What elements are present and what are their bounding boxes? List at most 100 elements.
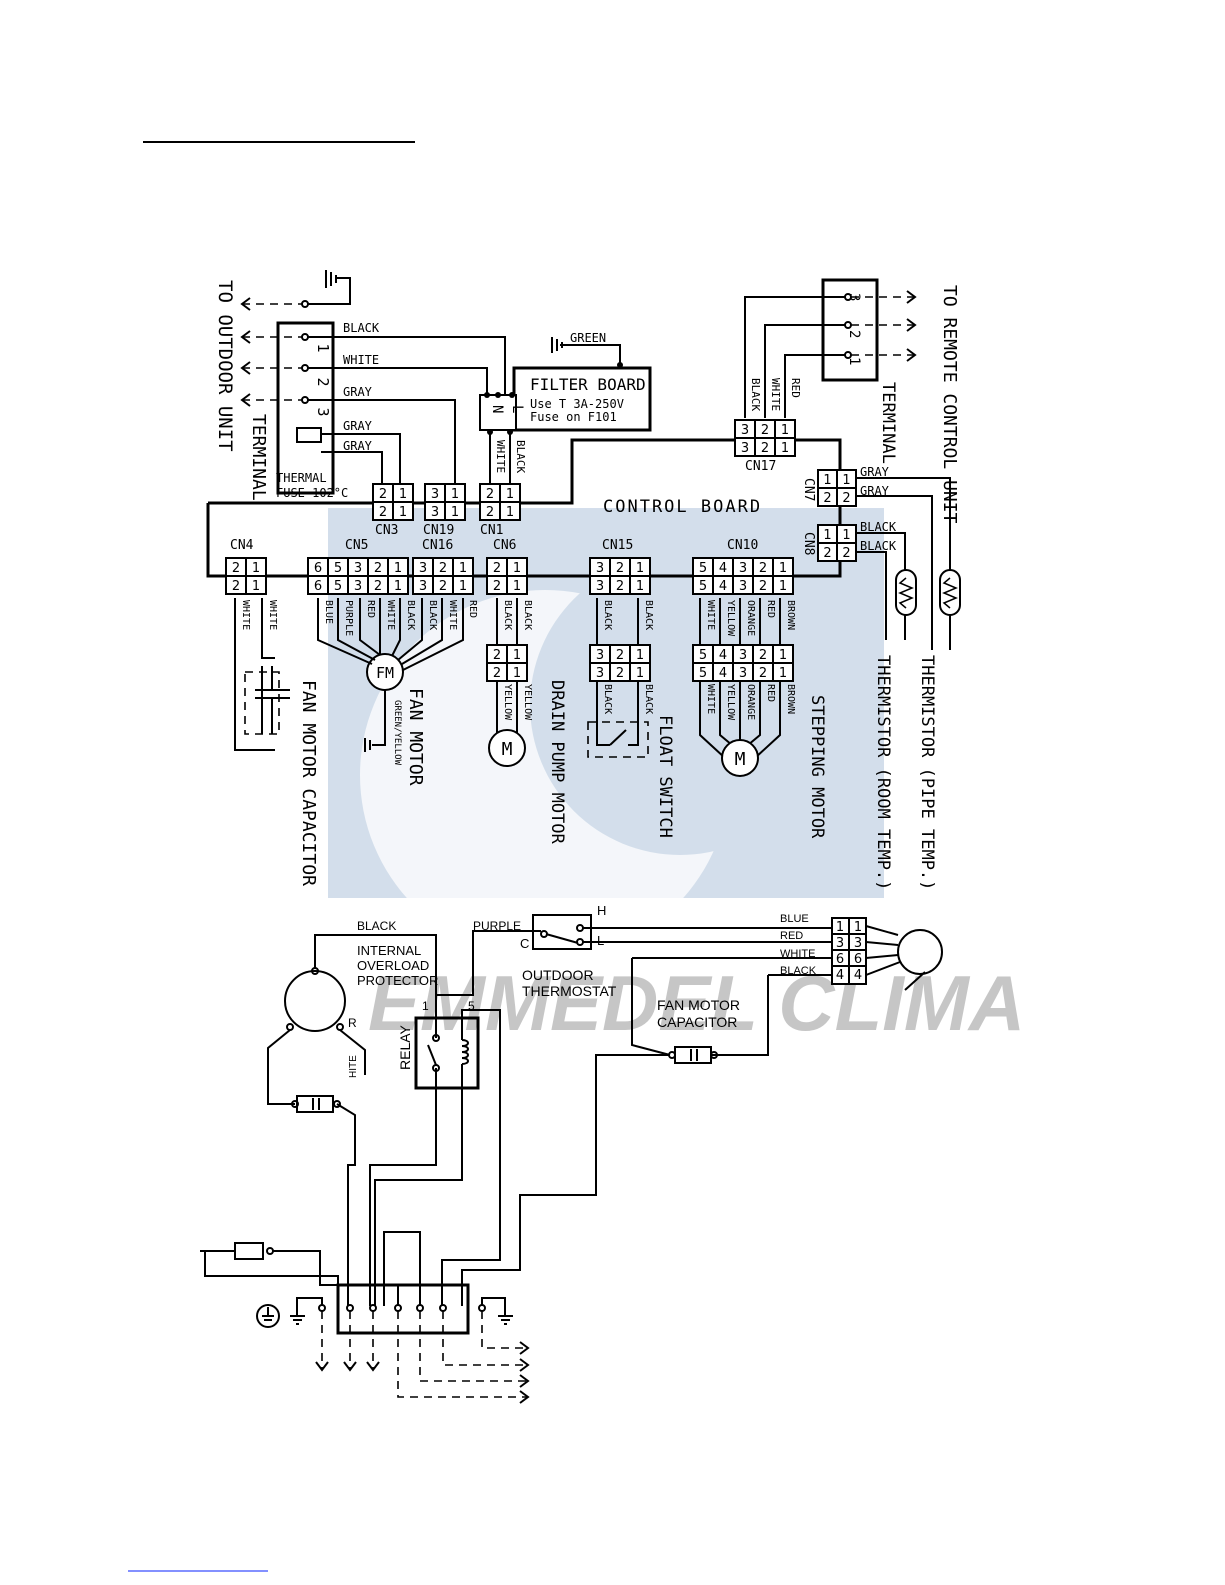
svg-text:YELLOW: YELLOW	[502, 684, 513, 721]
cn7-label: CN7	[801, 478, 816, 501]
svg-text:1: 1	[252, 561, 260, 576]
svg-text:1: 1	[846, 357, 862, 365]
outdoor-fan-capacitor	[674, 1046, 712, 1064]
svg-text:R: R	[348, 1016, 357, 1030]
cn5-label: CN5	[345, 538, 368, 553]
svg-text:3: 3	[739, 579, 747, 594]
svg-text:1: 1	[422, 999, 429, 1013]
svg-text:BLACK: BLACK	[357, 919, 396, 933]
svg-text:1: 1	[842, 528, 850, 543]
svg-text:YELLOW: YELLOW	[725, 684, 736, 721]
svg-text:CAPACITOR: CAPACITOR	[657, 1014, 737, 1030]
svg-text:WHITE: WHITE	[343, 353, 379, 367]
svg-text:PROTECTOR: PROTECTOR	[357, 973, 438, 988]
svg-text:3: 3	[741, 441, 749, 456]
svg-text:3: 3	[596, 561, 604, 576]
cn4-label: CN4	[230, 538, 254, 553]
svg-text:HITE: HITE	[348, 1055, 359, 1078]
svg-text:M: M	[502, 739, 513, 760]
connectors: 2211665533221133221122113322115544332211…	[225, 419, 857, 682]
svg-text:H: H	[597, 903, 606, 918]
svg-text:5: 5	[468, 999, 475, 1013]
drain-pump-label: DRAIN PUMP MOTOR	[547, 680, 567, 845]
thermal-fuse	[296, 427, 322, 443]
svg-text:RED: RED	[780, 930, 803, 942]
stepping-motor-label: STEPPING MOTOR	[807, 695, 827, 839]
svg-text:1: 1	[459, 561, 467, 576]
svg-text:1: 1	[394, 579, 402, 594]
svg-text:1: 1	[399, 505, 407, 520]
thermistor-room-label: THERMISTOR (ROOM TEMP.)	[873, 655, 893, 890]
svg-text:2: 2	[846, 330, 862, 338]
svg-text:2: 2	[493, 579, 501, 594]
drain-pump-motor-symbol	[488, 729, 526, 767]
svg-text:FAN MOTOR: FAN MOTOR	[657, 997, 740, 1013]
svg-text:5: 5	[699, 561, 707, 576]
svg-text:BROWN: BROWN	[785, 600, 796, 630]
relay-label: RELAY	[397, 1024, 413, 1070]
outdoor-leads	[240, 297, 302, 407]
svg-text:ORANGE: ORANGE	[745, 684, 756, 720]
svg-text:OVERLOAD: OVERLOAD	[357, 958, 429, 973]
svg-text:3: 3	[354, 579, 362, 594]
svg-text:1: 1	[781, 423, 789, 438]
relay	[414, 1016, 480, 1090]
svg-text:6: 6	[854, 952, 862, 967]
svg-text:2: 2	[842, 491, 850, 506]
svg-text:1: 1	[779, 648, 787, 663]
svg-text:3: 3	[596, 579, 604, 594]
svg-text:1: 1	[506, 505, 514, 520]
svg-text:2: 2	[759, 666, 767, 681]
svg-text:L: L	[509, 405, 525, 413]
cn1-label: CN1	[480, 523, 503, 538]
svg-text:6: 6	[314, 561, 322, 576]
compressor-symbol	[284, 970, 346, 1032]
svg-text:L: L	[597, 933, 604, 948]
svg-text:BLACK: BLACK	[522, 600, 533, 630]
svg-text:BLACK: BLACK	[602, 684, 613, 714]
power-fuse	[234, 1242, 264, 1260]
outdoor-terminal-label: TERMINAL	[248, 414, 269, 501]
cn3-label: CN3	[375, 523, 398, 538]
svg-text:YELLOW: YELLOW	[522, 684, 533, 721]
svg-text:RED: RED	[789, 378, 802, 398]
svg-text:4: 4	[719, 666, 727, 681]
svg-text:BLACK: BLACK	[343, 321, 380, 335]
svg-text:3: 3	[419, 579, 427, 594]
svg-text:2: 2	[823, 546, 831, 561]
svg-text:1: 1	[399, 487, 407, 502]
remote-terminal-block	[821, 278, 879, 382]
svg-text:OUTDOOR: OUTDOOR	[522, 967, 594, 983]
svg-text:BLACK: BLACK	[643, 684, 654, 714]
svg-text:3: 3	[739, 666, 747, 681]
svg-text:GREEN: GREEN	[570, 331, 606, 345]
svg-text:5: 5	[699, 579, 707, 594]
outdoor-wiring-diagram: BLACK INTERNAL OVERLOAD PROTECTOR R HITE…	[200, 903, 943, 1404]
cn10-label: CN10	[727, 538, 758, 553]
svg-text:BLACK: BLACK	[643, 600, 654, 630]
svg-text:ORANGE: ORANGE	[745, 600, 756, 636]
svg-text:1: 1	[513, 579, 521, 594]
stepping-motor-symbol	[721, 739, 759, 777]
svg-text:WHITE: WHITE	[705, 600, 716, 630]
svg-text:1: 1	[636, 648, 644, 663]
svg-text:BLACK: BLACK	[749, 378, 762, 411]
svg-text:3: 3	[431, 487, 439, 502]
svg-text:2: 2	[374, 579, 382, 594]
svg-text:PURPLE: PURPLE	[343, 600, 354, 636]
svg-text:2: 2	[493, 648, 501, 663]
svg-text:1: 1	[451, 505, 459, 520]
svg-text:1: 1	[854, 920, 862, 935]
svg-text:5: 5	[699, 666, 707, 681]
svg-text:1: 1	[636, 666, 644, 681]
svg-text:1: 1	[314, 343, 332, 352]
svg-text:2: 2	[379, 505, 387, 520]
svg-text:3: 3	[596, 648, 604, 663]
svg-text:2: 2	[486, 487, 494, 502]
